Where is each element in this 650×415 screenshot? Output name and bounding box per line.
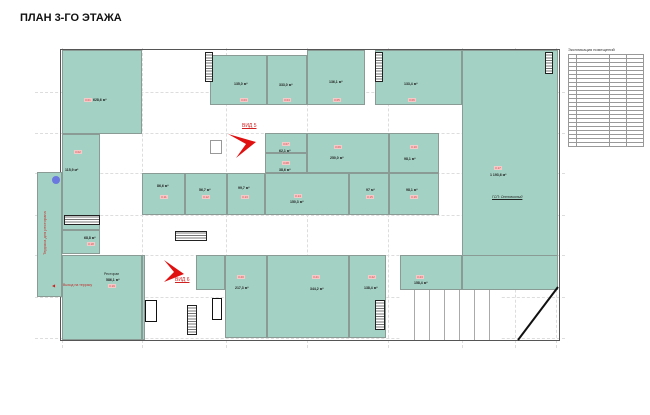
- legend-row: [568, 142, 645, 147]
- view-6-label[interactable]: ВИД 6: [175, 277, 190, 283]
- room-area: 135,0 м²: [234, 82, 248, 86]
- room-number: 3.03: [240, 98, 248, 102]
- room-area: 150,3 м²: [290, 200, 304, 204]
- exit-label: Выход на террасу: [63, 283, 93, 287]
- room-number: 3.19: [108, 284, 116, 288]
- marker-icon: [52, 176, 60, 184]
- room-number: 3.04: [283, 98, 291, 102]
- legend-cell: [575, 142, 611, 147]
- room-east-strip: [196, 255, 225, 290]
- room-3-04[interactable]: [267, 55, 307, 105]
- room-3-17[interactable]: [462, 50, 558, 290]
- room-3-11[interactable]: [142, 173, 185, 215]
- room-3-10[interactable]: [389, 133, 439, 173]
- stair-1: [205, 52, 213, 82]
- room-number: 3.05: [333, 98, 341, 102]
- room-area: 217,3 м²: [235, 286, 249, 290]
- room-3-14[interactable]: [265, 173, 349, 215]
- room-3-01[interactable]: [62, 50, 142, 134]
- room-number: 3.21: [312, 275, 320, 279]
- escalator: [175, 231, 207, 241]
- room-number: 3.02: [74, 150, 82, 154]
- page-title: ПЛАН 3-ГО ЭТАЖА: [20, 12, 122, 24]
- room-number: 3.14: [294, 194, 302, 198]
- room-area: 1 193,6 м²: [490, 173, 507, 177]
- room-number: 3.12: [202, 195, 210, 199]
- room-area: 98,1 м²: [406, 188, 418, 192]
- small-units: [400, 290, 500, 340]
- room-area: 138,4 м²: [364, 286, 378, 290]
- room-number: 3.08: [282, 161, 290, 165]
- room-number: 3.06: [408, 98, 416, 102]
- room-area: 56,7 м²: [199, 188, 211, 192]
- room-number: 3.11: [160, 195, 168, 199]
- room-3-23[interactable]: [400, 255, 462, 290]
- room-area: 136,1 м²: [329, 80, 343, 84]
- room-3-12[interactable]: [185, 173, 227, 215]
- room-3-06[interactable]: [375, 50, 462, 105]
- room-3-16[interactable]: [389, 173, 439, 215]
- room-number: 3.17: [494, 166, 502, 170]
- elevator-3: [210, 140, 222, 154]
- room-area: 158,4 м²: [414, 281, 428, 285]
- stair-2: [375, 52, 383, 82]
- room-3-15[interactable]: [349, 173, 389, 215]
- legend-cell: [568, 142, 577, 147]
- view-5-arrow-icon: [228, 134, 256, 158]
- room-number: 3.09: [334, 145, 342, 149]
- room-area: 333,0 м²: [279, 83, 293, 87]
- room-3-03[interactable]: [210, 55, 267, 105]
- room-3-20[interactable]: [225, 255, 267, 338]
- terrace[interactable]: [37, 172, 62, 297]
- room-number: 3.07: [282, 142, 290, 146]
- room-area: 115,9 м²: [65, 168, 79, 172]
- wholesale-label: ГСП: Оптовиолый: [492, 195, 523, 199]
- room-area: 38,6 м²: [279, 168, 291, 172]
- diagonal-wall: [517, 286, 559, 341]
- stair-5: [375, 300, 385, 330]
- view-5-label[interactable]: ВИД 5: [242, 123, 257, 129]
- room-number: 3.15: [366, 195, 374, 199]
- room-3-19[interactable]: [62, 255, 142, 340]
- legend-cell: [625, 142, 645, 147]
- room-area: 586,1 м²: [106, 278, 120, 282]
- room-area: 628,6 м²: [93, 98, 107, 102]
- room-area: 97 м²: [366, 188, 375, 192]
- elevator: [145, 300, 157, 322]
- room-number: 3.23: [416, 275, 424, 279]
- room-3-19b: [142, 255, 145, 340]
- room-area: 62,1 м²: [279, 149, 291, 153]
- legend-cell: [609, 142, 627, 147]
- room-area: 250,0 м²: [330, 156, 344, 160]
- room-number: 3.01: [84, 98, 92, 102]
- room-3-17b: [462, 255, 558, 290]
- restaurant-label: Ресторан: [104, 272, 120, 276]
- room-area: 68,8 м²: [84, 236, 96, 240]
- terrace-label: Терраса для ресторана: [42, 211, 47, 255]
- stair-4: [64, 215, 100, 225]
- room-area: 99,7 м²: [238, 186, 250, 190]
- room-3-13[interactable]: [227, 173, 265, 215]
- room-area: 98,1 м²: [404, 157, 416, 161]
- room-3-05[interactable]: [307, 50, 365, 105]
- elevator-2: [212, 298, 222, 320]
- room-number: 3.16: [410, 195, 418, 199]
- room-area: 133,4 м²: [404, 82, 418, 86]
- legend-title: Экспликация помещений: [568, 47, 615, 52]
- room-3-09[interactable]: [307, 133, 389, 173]
- room-number: 3.22: [368, 275, 376, 279]
- stair-6: [187, 305, 197, 335]
- room-number: 3.13: [241, 195, 249, 199]
- exit-arrow-icon: ◀: [52, 283, 56, 288]
- view-6-arrow-icon: [164, 260, 184, 282]
- room-schedule-table: Экспликация помещений: [568, 47, 645, 147]
- legend-table: [568, 54, 645, 147]
- stair-3: [545, 52, 553, 74]
- room-area: 344,2 м²: [310, 287, 324, 291]
- room-number: 3.18: [87, 242, 95, 246]
- room-number: 3.20: [237, 275, 245, 279]
- room-3-21[interactable]: [267, 255, 349, 338]
- room-area: 86,6 м²: [157, 184, 169, 188]
- room-number: 3.10: [410, 145, 418, 149]
